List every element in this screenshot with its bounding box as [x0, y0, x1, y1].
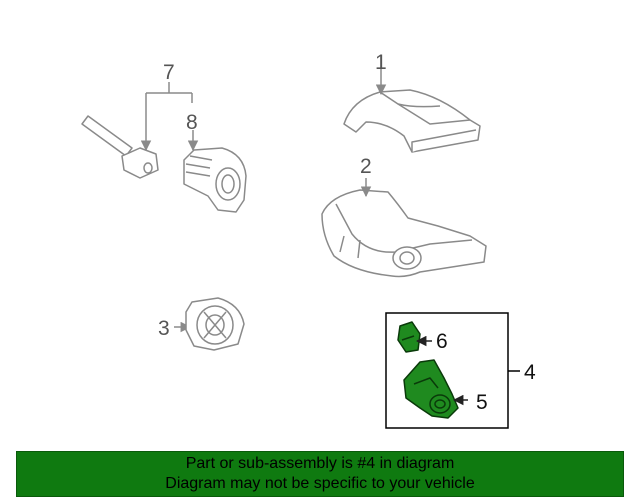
callout-8[interactable]: 8	[186, 111, 198, 134]
lower-column-cover-part	[321, 178, 487, 278]
info-banner: Part or sub-assembly is #4 in diagram Di…	[16, 451, 624, 497]
leader-7	[140, 82, 193, 152]
callout-3[interactable]: 3	[158, 317, 170, 340]
banner-line-2: Diagram may not be specific to your vehi…	[165, 475, 475, 492]
callout-7[interactable]: 7	[163, 61, 175, 84]
ignition-lock-part	[403, 359, 468, 419]
upper-column-cover-part	[343, 56, 481, 153]
turn-signal-lever-part	[81, 115, 159, 179]
banner-line-1: Part or sub-assembly is #4 in diagram	[185, 455, 455, 472]
callout-4[interactable]: 4	[524, 361, 536, 384]
callout-2[interactable]: 2	[360, 155, 372, 178]
callout-5[interactable]: 5	[476, 391, 488, 414]
lock-cap-part	[397, 321, 432, 353]
switch-housing-part	[183, 130, 247, 213]
callout-1[interactable]: 1	[375, 51, 387, 74]
clockspring-part	[174, 297, 245, 351]
callout-6[interactable]: 6	[436, 330, 448, 353]
